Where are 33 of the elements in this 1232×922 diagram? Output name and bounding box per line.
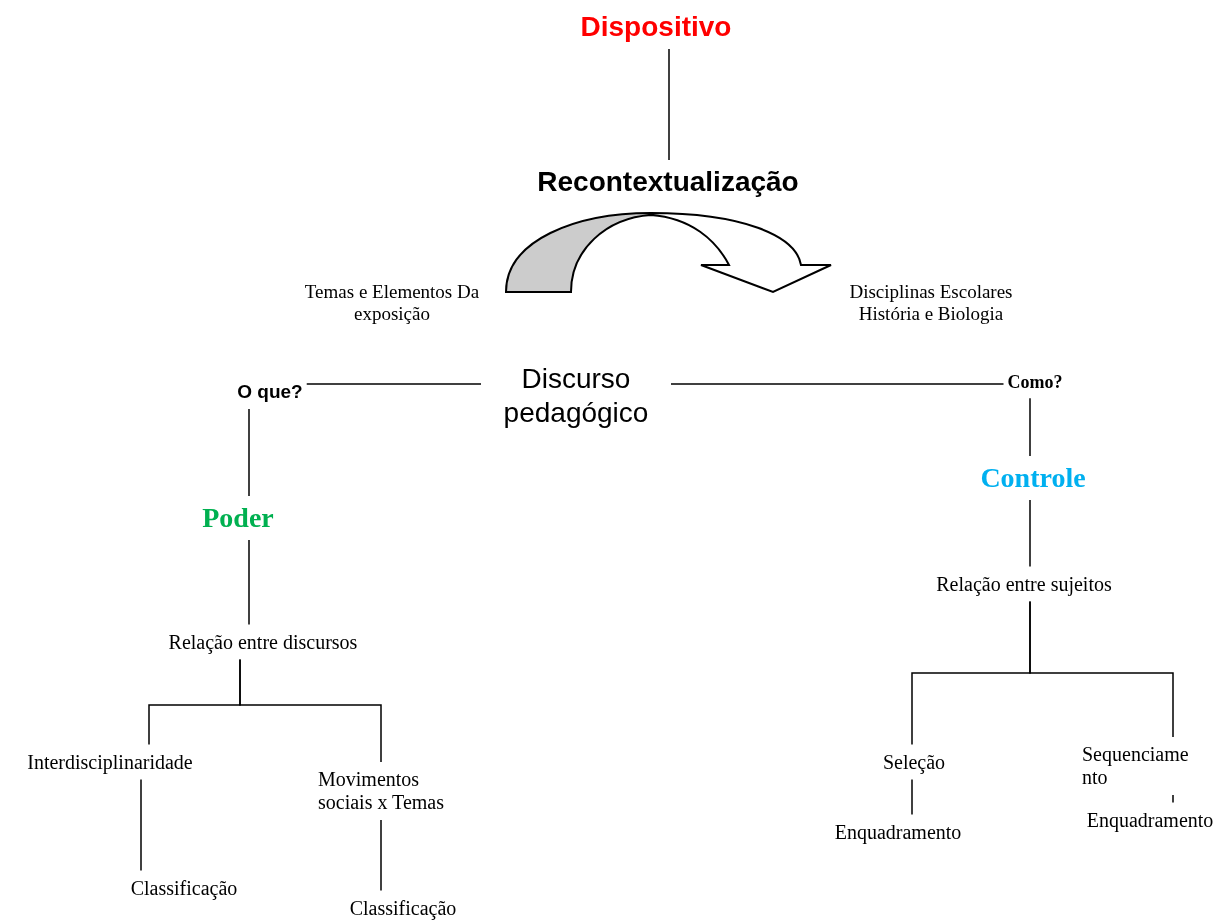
- node-label: Classificação: [349, 896, 457, 920]
- node-label: Enquadramento: [834, 820, 962, 844]
- node-label: Sequenciamento: [1082, 743, 1190, 789]
- connector-line: [1172, 794, 1174, 804]
- node-label: Interdisciplinaridade: [27, 750, 193, 774]
- connector-line: [1029, 600, 1174, 738]
- heading-text: Dispositivo: [580, 10, 732, 44]
- node-label: Disciplinas Escolares História e Biologia: [848, 281, 1014, 325]
- node-label: Classificação: [130, 876, 238, 900]
- node-label: Relação entre discursos: [168, 630, 358, 654]
- heading-text: Recontextualização: [537, 165, 799, 199]
- connector-line: [668, 48, 670, 161]
- node-label: Como?: [1007, 371, 1063, 393]
- connector-line: [1029, 499, 1031, 568]
- connector-line: [1029, 397, 1031, 457]
- connector-line: [670, 383, 1005, 385]
- connector-line: [248, 408, 250, 497]
- node-label: Discurso pedagógico: [502, 362, 650, 430]
- node-label: Movimentos sociais x Temas: [318, 768, 445, 814]
- connector-line: [248, 539, 250, 626]
- connector-line: [380, 819, 382, 892]
- node-label: O que?: [237, 381, 303, 403]
- connector-line: [911, 778, 913, 816]
- connector-line: [306, 383, 482, 385]
- connector-line: [140, 778, 142, 872]
- node-label: Controle: [980, 461, 1086, 495]
- connector-line: [239, 658, 382, 763]
- node-label: Seleção: [882, 750, 946, 774]
- node-label: Poder: [202, 501, 274, 535]
- node-label: Temas e Elementos Da exposição: [303, 281, 481, 325]
- node-label: Relação entre sujeitos: [936, 572, 1112, 596]
- curved-block-arrow: [505, 212, 832, 293]
- node-label: Enquadramento: [1086, 808, 1214, 832]
